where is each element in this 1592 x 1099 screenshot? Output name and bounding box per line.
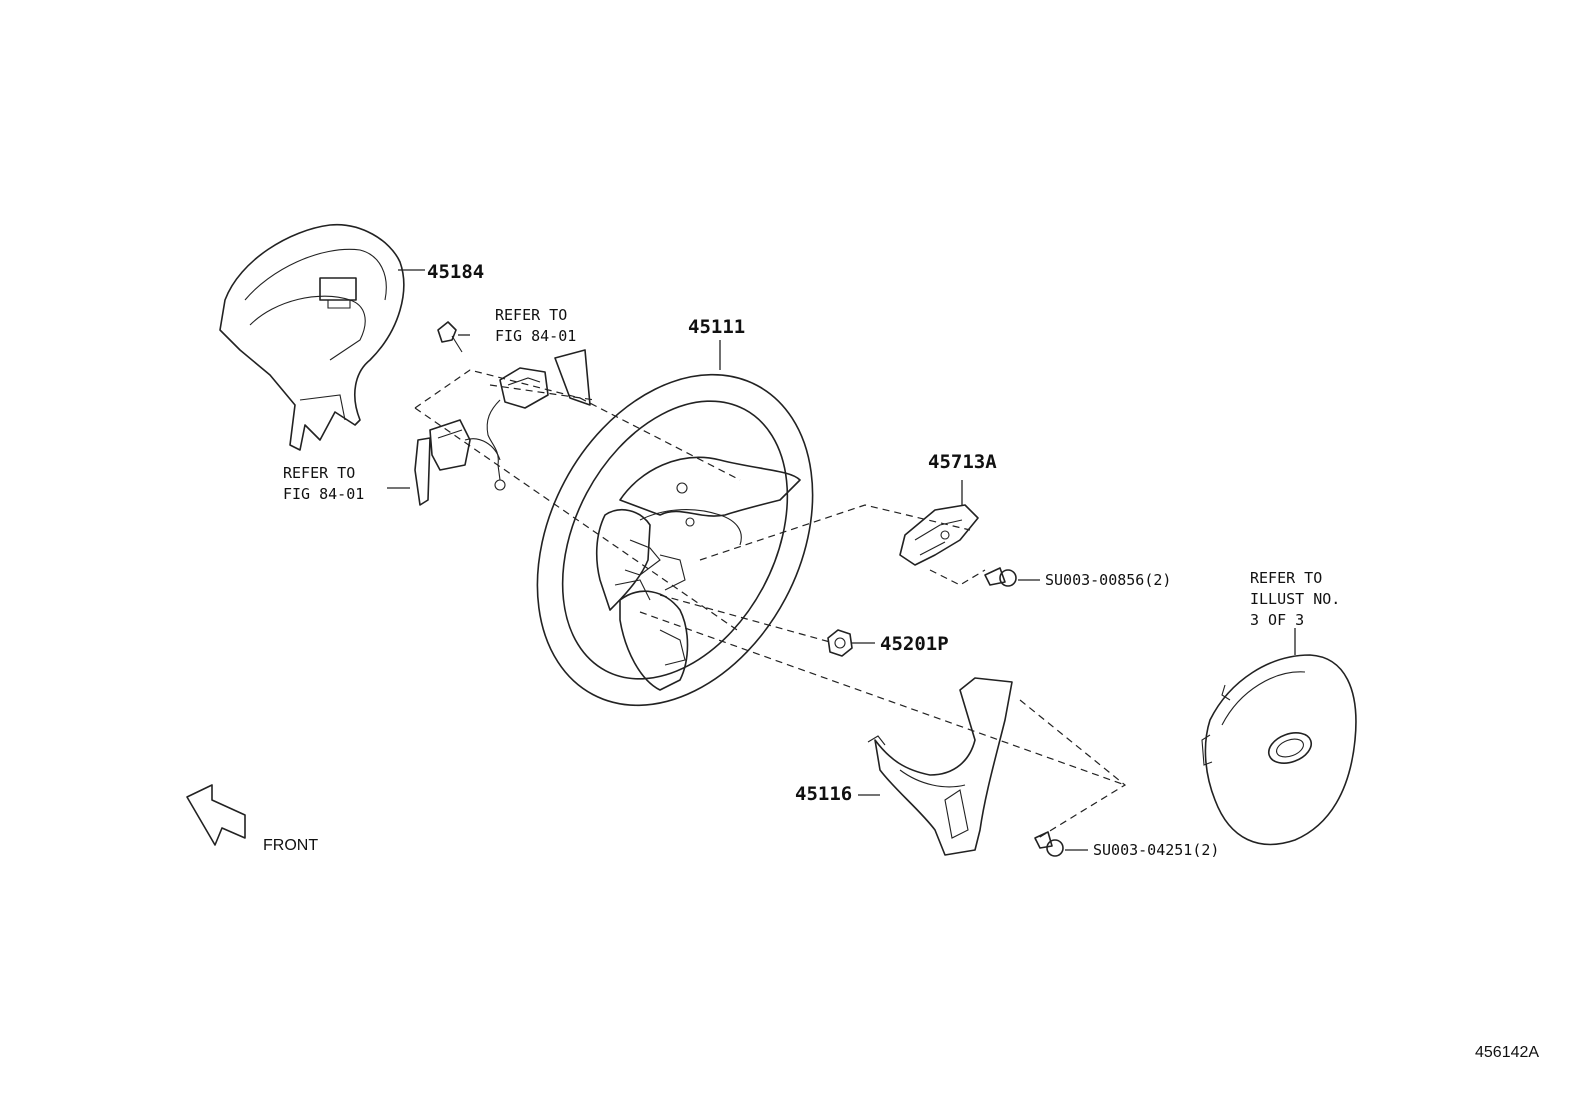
label-45111: 45111 — [688, 316, 745, 338]
airbag-pad — [1201, 654, 1357, 846]
label-su003-04251: SU003-04251(2) — [1093, 841, 1219, 859]
refer-note-left-line2: FIG 84-01 — [283, 485, 364, 503]
label-45201P: 45201P — [880, 633, 949, 655]
switch-bracket-45713A — [899, 504, 979, 566]
front-label: FRONT — [263, 837, 318, 854]
refer-note-airbag-line1: REFER TO — [1250, 569, 1322, 587]
figure-id: 456142A — [1475, 1044, 1539, 1061]
refer-note-upper-line1: REFER TO — [495, 306, 567, 324]
assembly-guide-lines — [414, 369, 1127, 841]
refer-note-airbag-line3: 3 OF 3 — [1250, 611, 1304, 629]
refer-note-airbag-line2: ILLUST NO. — [1250, 590, 1340, 608]
refer-note-upper-line2: FIG 84-01 — [495, 327, 576, 345]
column-cover-45184 — [219, 223, 405, 451]
label-45184: 45184 — [427, 261, 484, 283]
label-su003-00856: SU003-00856(2) — [1045, 571, 1171, 589]
steering-wheel-45111 — [536, 373, 814, 707]
screw-00856 — [984, 567, 1017, 587]
front-arrow-icon — [186, 784, 246, 846]
label-45116: 45116 — [795, 783, 852, 805]
refer-note-left-line1: REFER TO — [283, 464, 355, 482]
label-45713A: 45713A — [928, 451, 997, 473]
upper-paddle-switch — [437, 321, 591, 491]
left-paddle-switch — [414, 419, 501, 506]
leader-lines — [387, 269, 1296, 851]
screw-04251 — [1034, 831, 1064, 857]
lower-cover-45116 — [867, 677, 1013, 856]
nut-45201P — [827, 629, 853, 657]
